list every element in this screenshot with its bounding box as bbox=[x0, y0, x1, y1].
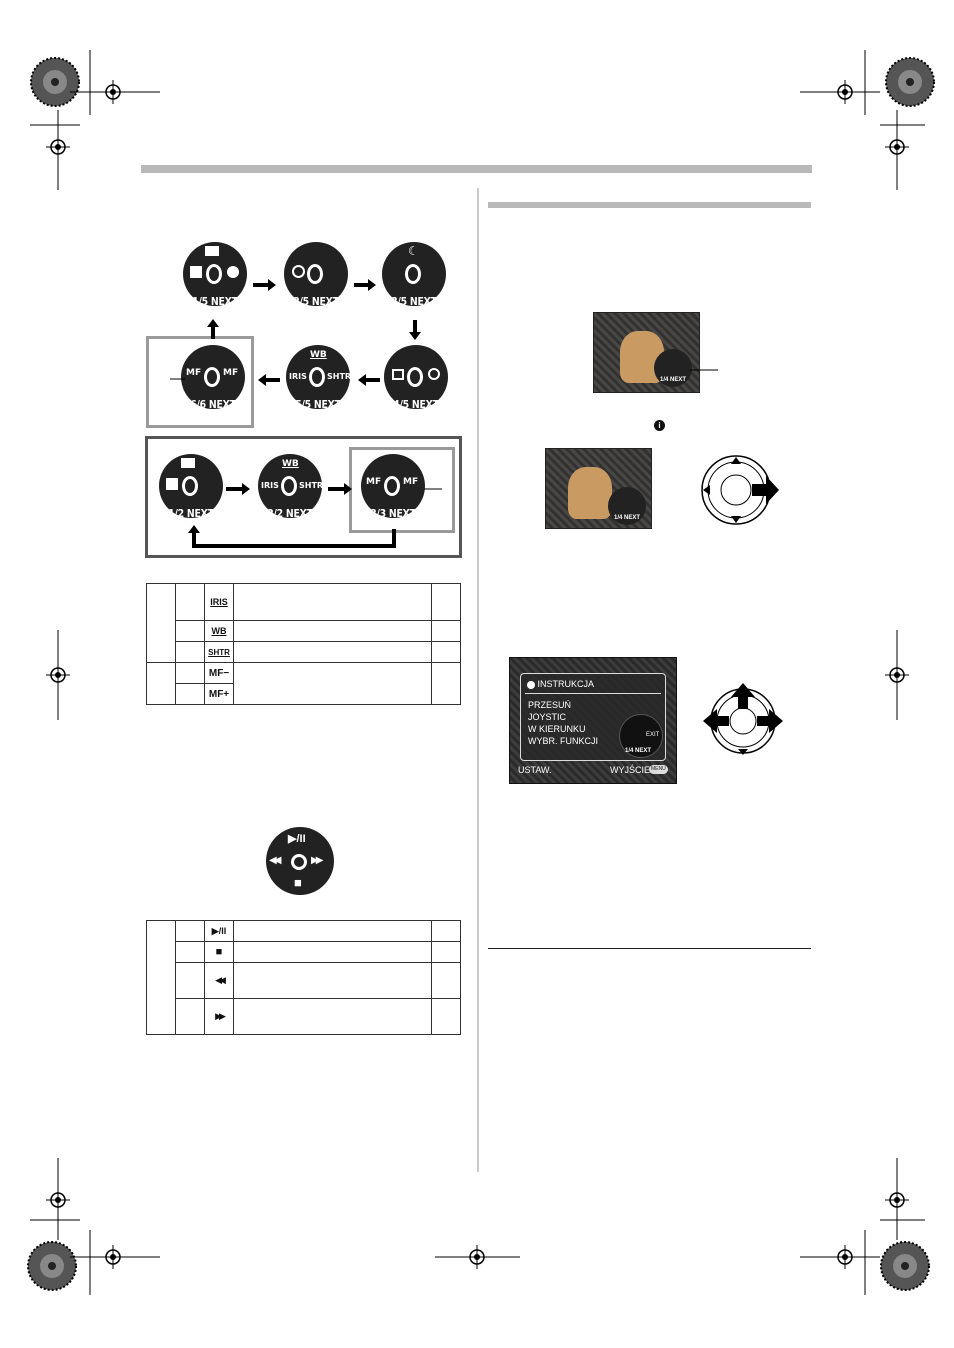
disc-label: 1/4 NEXT bbox=[654, 377, 692, 383]
page-cell bbox=[432, 999, 461, 1035]
manual-diagram: 1/2 NEXT WB IRIS SHTR 2/2 NEXT MF MF 3/3… bbox=[145, 436, 462, 558]
num-cell bbox=[176, 999, 205, 1035]
dog-photo-2: 1/4 NEXT bbox=[545, 448, 652, 529]
mf-plus-icon: MF+ bbox=[205, 684, 234, 705]
fast-forward-icon: ▶▶ bbox=[311, 855, 320, 866]
center-ring bbox=[291, 854, 307, 870]
desc-cell bbox=[234, 942, 432, 963]
num-cell bbox=[176, 642, 205, 663]
menu-line: WYBR. FUNKCJI bbox=[528, 735, 598, 747]
iris-icon: IRIS bbox=[205, 584, 234, 621]
num-cell bbox=[176, 663, 205, 684]
menu-line: JOYSTIC bbox=[528, 711, 598, 723]
desc-cell bbox=[234, 999, 432, 1035]
mode-disc-mini: 1/4 NEXT bbox=[608, 487, 646, 525]
num-cell bbox=[176, 584, 205, 621]
rewind-icon: ◀◀ bbox=[205, 963, 234, 999]
flow-arrows bbox=[140, 235, 470, 435]
info-icon: i bbox=[654, 420, 665, 431]
menu-title: INSTRUKCJA bbox=[538, 679, 595, 689]
disc-label: 1/4 NEXT bbox=[608, 515, 646, 521]
desc-cell bbox=[234, 621, 432, 642]
page-cell bbox=[432, 963, 461, 999]
page-cell bbox=[432, 942, 461, 963]
group-cell bbox=[147, 584, 176, 663]
shutter-icon: SHTR bbox=[205, 642, 234, 663]
rewind-icon: ◀◀ bbox=[269, 855, 278, 866]
fast-forward-icon: ▶▶ bbox=[205, 999, 234, 1035]
menu-line: W KIERUNKU bbox=[528, 723, 598, 735]
num-cell bbox=[176, 963, 205, 999]
mf-minus-icon: MF− bbox=[205, 663, 234, 684]
page-cell bbox=[432, 642, 461, 663]
info-glyph: i bbox=[658, 421, 660, 430]
playback-disc: ▶/II ◀◀ ▶▶ ■ bbox=[266, 827, 334, 895]
desc-cell bbox=[234, 921, 432, 942]
callout-line bbox=[690, 362, 720, 376]
set-label: USTAW. bbox=[518, 764, 552, 776]
playback-icons-table: ▶/II ■ ◀◀ ▶▶ bbox=[146, 920, 461, 1035]
menu-panel: INSTRUKCJA PRZESUŃ JOYSTIC W KIERUNKU WY… bbox=[520, 673, 666, 761]
mini-disc: EXIT 1/4 NEXT bbox=[619, 714, 663, 758]
desc-cell bbox=[234, 663, 432, 705]
mode-diagram: 1/5 NEXT 2/5 NEXT ☾ 3/5 NEXT 4/5 NEXT WB… bbox=[140, 235, 470, 435]
menu-title-row: INSTRUKCJA bbox=[527, 678, 594, 690]
num-cell bbox=[176, 942, 205, 963]
num-cell bbox=[176, 621, 205, 642]
desc-cell bbox=[234, 584, 432, 621]
menu-instructions: PRZESUŃ JOYSTIC W KIERUNKU WYBR. FUNKCJI bbox=[528, 699, 598, 747]
joystick-right-icon bbox=[700, 452, 780, 528]
desc-cell bbox=[234, 963, 432, 999]
page-cell bbox=[432, 621, 461, 642]
exit-label: EXIT bbox=[646, 729, 659, 741]
group-cell bbox=[147, 921, 176, 1035]
play-pause-icon: ▶/II bbox=[288, 832, 306, 845]
info-icon bbox=[527, 681, 535, 689]
menu-line: PRZESUŃ bbox=[528, 699, 598, 711]
desc-cell bbox=[234, 642, 432, 663]
wb-icon: WB bbox=[205, 621, 234, 642]
dog-photo-1: 1/4 NEXT bbox=[593, 312, 700, 393]
flow-arrows bbox=[148, 439, 465, 561]
group-cell bbox=[147, 663, 176, 705]
page-cell bbox=[432, 663, 461, 705]
mode-disc-mini: 1/4 NEXT bbox=[654, 349, 692, 387]
menu-key-badge: MENU bbox=[649, 765, 668, 774]
manual-icons-table: IRIS WB SHTR MF− MF+ bbox=[146, 583, 461, 705]
num-cell bbox=[176, 684, 205, 705]
page-cell bbox=[432, 584, 461, 621]
play-pause-icon: ▶/II bbox=[205, 921, 234, 942]
num-cell bbox=[176, 921, 205, 942]
stop-icon: ■ bbox=[294, 875, 302, 890]
menu-key-label: MENU bbox=[651, 766, 666, 772]
dog-figure bbox=[568, 467, 612, 519]
exit-footer-label: WYJŚCIE bbox=[610, 764, 650, 776]
next-label: 1/4 NEXT bbox=[625, 745, 651, 757]
help-menu-screen: INSTRUKCJA PRZESUŃ JOYSTIC W KIERUNKU WY… bbox=[509, 657, 677, 784]
menu-divider bbox=[525, 693, 661, 694]
joystick-multi-icon bbox=[703, 683, 783, 757]
page-cell bbox=[432, 921, 461, 942]
stop-icon: ■ bbox=[205, 942, 234, 963]
